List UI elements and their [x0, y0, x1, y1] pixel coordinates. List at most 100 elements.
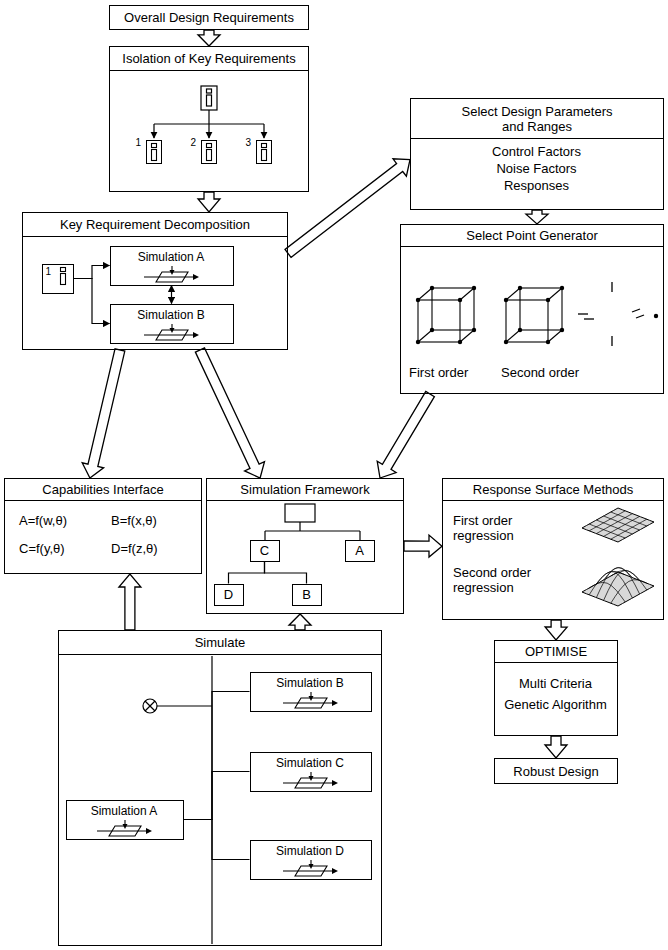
simulation-glyph — [142, 266, 200, 284]
simulation-box: Simulation B — [250, 672, 372, 712]
requirement-tree — [154, 86, 264, 138]
tree-line — [153, 124, 154, 138]
glyph-part — [283, 702, 333, 703]
box-text: Simulation D — [251, 844, 370, 858]
callout-number: 2 — [191, 137, 197, 149]
simulation-box: Simulation A — [66, 800, 184, 840]
glyph-part — [193, 332, 199, 338]
process-box: SimulateSimulation B Simulation C Simulati… — [58, 630, 382, 946]
surface-grid — [611, 512, 647, 526]
first-order-surface — [582, 508, 654, 542]
tree-box: D — [214, 584, 244, 606]
simulation-box: Simulation C — [250, 752, 372, 792]
glyph-part — [60, 273, 65, 284]
box-heading: Select Design Parameters and Ranges — [411, 99, 663, 139]
first-order-cube — [418, 288, 474, 342]
glyph-part — [170, 328, 175, 333]
requirement-icon: 1 — [42, 264, 74, 294]
tree-box: C — [250, 540, 280, 562]
flow-arrow — [82, 349, 125, 478]
document-glyph — [258, 142, 270, 162]
glyph-part — [207, 143, 212, 147]
process-box: Select Point GeneratorFirst orderSecond … — [400, 224, 664, 394]
box-text: Simulation B — [111, 308, 232, 322]
surface-outline — [582, 572, 654, 606]
simulation-box: Simulation B — [110, 304, 234, 344]
box-heading: Simulate — [59, 631, 381, 655]
document-glyph — [148, 142, 160, 162]
glyph-part — [97, 830, 147, 831]
surface-grid — [604, 568, 640, 594]
glyph-part — [309, 776, 314, 781]
junction-symbol — [143, 699, 157, 713]
process-box: Select Design Parameters and RangesContr… — [410, 98, 664, 210]
surface-grid — [611, 570, 647, 590]
glyph-part — [144, 276, 194, 277]
simulation-box: Simulation D — [250, 840, 372, 880]
box-text: Control Factors — [411, 144, 662, 159]
glyph-part — [262, 149, 267, 160]
tree-line — [263, 124, 264, 138]
connector-line — [74, 279, 110, 324]
simulation-glyph — [281, 692, 339, 710]
box-label: D — [215, 585, 243, 605]
callout-number: 3 — [246, 137, 252, 149]
box-text: C=f(y,θ) — [19, 541, 65, 556]
box-text: B=f(x,θ) — [111, 513, 157, 528]
star-points — [578, 282, 658, 346]
glyph-part — [60, 267, 65, 271]
box-label: Robust Design — [495, 759, 617, 783]
process-box: Response Surface MethodsFirst order regr… — [442, 478, 664, 620]
simulation-glyph — [281, 772, 339, 790]
box-heading: Capabilities Interface — [5, 479, 201, 501]
tree-root-box — [285, 504, 315, 522]
glyph-part — [193, 274, 199, 280]
box-text: Responses — [411, 178, 662, 193]
box-heading: Response Surface Methods — [443, 479, 663, 501]
requirement-box: Overall Design Requirements — [109, 5, 309, 30]
box-text: First order — [409, 365, 468, 380]
process-box: Capabilities InterfaceA=f(w,θ)B=f(x,θ)C=… — [4, 478, 202, 574]
glyph-part — [332, 868, 338, 874]
box-text: First order regression — [453, 513, 545, 543]
box-label: C — [251, 541, 279, 561]
glyph-part — [283, 782, 333, 783]
box-text: Simulation A — [111, 250, 232, 264]
glyph-part — [262, 143, 267, 147]
box-heading: Select Point Generator — [401, 225, 663, 247]
glyph-part — [146, 828, 152, 834]
simulation-box: Simulation A — [110, 246, 234, 286]
surface-grid — [596, 520, 632, 534]
box-text: Noise Factors — [411, 161, 662, 176]
process-box: Key Requirement Decomposition1Simulation… — [22, 212, 288, 350]
glyph-part — [144, 334, 194, 335]
requirement-icon: 1 — [146, 140, 162, 164]
glyph-part — [309, 696, 314, 701]
document-glyph — [203, 142, 215, 162]
surface-grid — [611, 519, 647, 539]
callout-number: 1 — [46, 266, 52, 278]
glyph-part — [332, 700, 338, 706]
requirement-icon: 3 — [256, 140, 272, 164]
process-box: Simulation FrameworkCADB — [206, 478, 404, 614]
box-text: Simulation A — [67, 804, 182, 818]
flow-arrow — [545, 620, 567, 640]
glyph-part — [152, 149, 157, 160]
box-text: Simulation C — [251, 756, 370, 770]
surface-grid — [589, 524, 625, 538]
design-points — [416, 286, 476, 344]
flow-arrow — [377, 391, 434, 478]
icon-glyph — [207, 95, 212, 106]
box-text: D=f(z,θ) — [111, 541, 158, 556]
tree-box: B — [292, 584, 322, 606]
box-text: Genetic Algorithm — [495, 697, 616, 712]
glyph-part — [207, 149, 212, 160]
simulation-glyph — [95, 820, 153, 838]
result-box: Robust Design — [494, 758, 618, 784]
flow-arrow — [198, 192, 220, 212]
glyph-part — [152, 143, 157, 147]
box-heading: OPTIMISE — [495, 641, 617, 663]
document-glyph — [57, 266, 69, 286]
connector-line — [74, 266, 110, 279]
requirement-icon — [201, 86, 217, 110]
